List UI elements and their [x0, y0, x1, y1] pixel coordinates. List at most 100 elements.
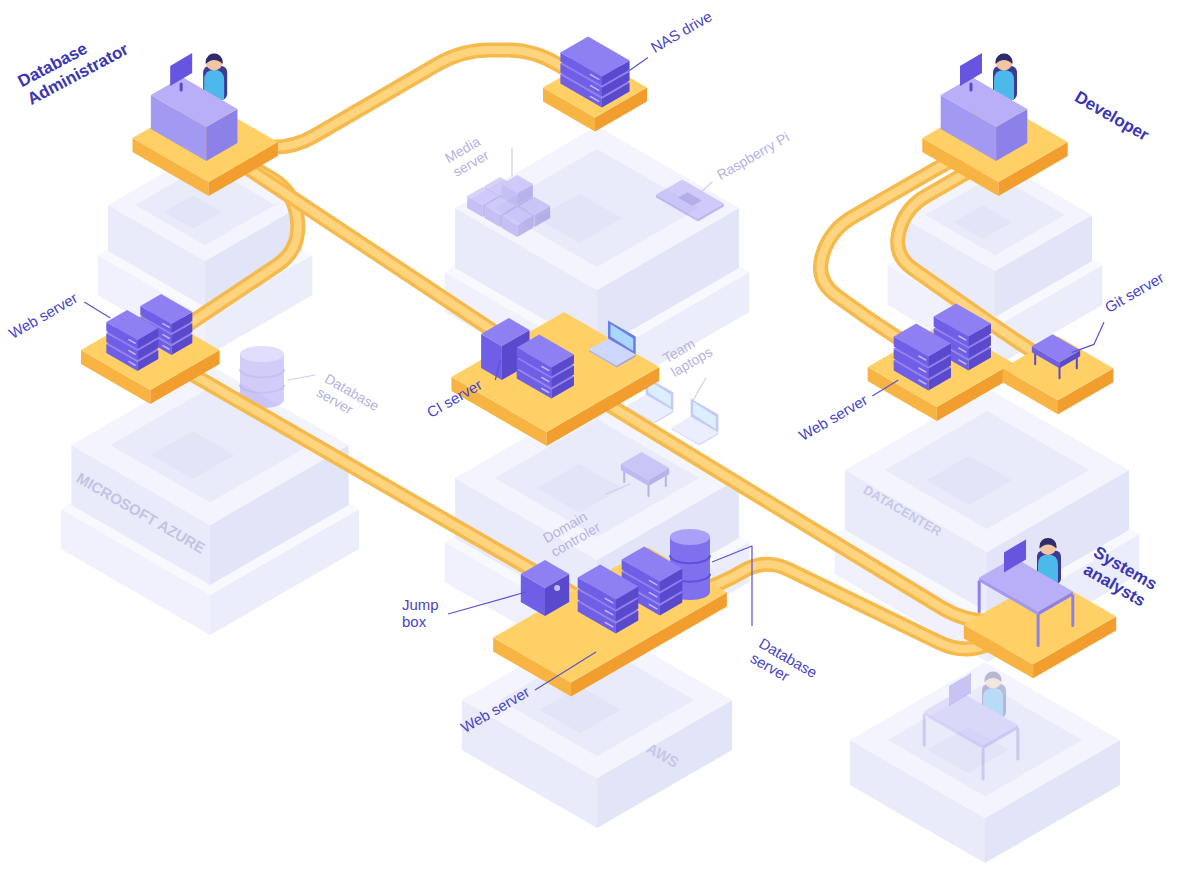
table-with-person: [1037, 615, 1040, 645]
platform-illustration: [398, 520, 824, 740]
faded-raspberry-pi: [656, 180, 724, 222]
device-platform: Developer: [920, 50, 1156, 165]
server-stack: [605, 599, 613, 603]
desk-with-person: [969, 84, 972, 90]
desk-with-person: [941, 53, 1028, 161]
illustration-label: MICROSOFT AZURE: [74, 469, 208, 557]
faded-leaders: [692, 378, 706, 402]
platform-illustration: [420, 300, 660, 435]
database-cylinder: [670, 555, 710, 563]
desk-with-person: [151, 77, 238, 127]
server-stack: [578, 565, 639, 600]
git-server: [1032, 334, 1080, 362]
server-stack: [516, 335, 573, 368]
device-platform: Jump boxWeb serverDatabase server: [398, 520, 824, 740]
server-stack: [560, 37, 629, 77]
node-label: Web server: [458, 683, 533, 736]
server-stack: [163, 324, 169, 328]
pipe-connector: [555, 372, 1040, 621]
raspberry-board: [678, 192, 702, 206]
orange-platform: [867, 323, 1012, 421]
node-label: Web server: [6, 289, 81, 342]
leader-line: [84, 302, 110, 318]
pipe-connector: [205, 50, 595, 147]
laptop: [610, 324, 633, 351]
node-label: Developer: [1071, 87, 1152, 145]
media-cubes: [467, 175, 550, 237]
server-stack: [129, 351, 135, 355]
server-stack: [918, 368, 925, 372]
device-platform: Database Administrator: [11, 18, 285, 165]
desk-with-person: [205, 53, 222, 70]
faded-block: [540, 686, 621, 733]
faded-block: [61, 365, 359, 635]
media-cubes: [502, 175, 533, 193]
table-with-person: [985, 672, 1002, 683]
database-cylinder: [240, 385, 284, 393]
raspberry-board: [656, 180, 724, 222]
leader-line: [628, 58, 648, 72]
faded-block: [151, 431, 234, 479]
leader-line: [872, 380, 898, 396]
table-with-person: [1016, 729, 1019, 759]
server-stack: [893, 323, 950, 390]
faded-media-server: [467, 175, 550, 237]
faded-leaders: [288, 148, 712, 494]
device-platform: Git server: [1000, 265, 1171, 405]
faded-block: [164, 195, 222, 229]
table-with-person: [979, 557, 1073, 611]
leader-line: [495, 360, 500, 380]
illustration-label: Raspberry Pi: [714, 129, 792, 183]
server-stack: [163, 335, 169, 339]
server-stack: [605, 622, 613, 626]
server-stack: [649, 593, 657, 597]
pipe-connector: [150, 350, 610, 615]
desk-with-person: [995, 54, 1012, 64]
leader-line: [628, 58, 648, 72]
pipe-connector: [205, 140, 555, 372]
node-label: Systems analysts: [1080, 543, 1160, 612]
pipe-connector: [205, 50, 595, 147]
leader-line: [448, 592, 526, 614]
tower-server: [481, 318, 529, 346]
faded-domain-controller: [621, 452, 669, 496]
server-stack: [918, 380, 925, 384]
table-with-person: [985, 672, 1002, 689]
leader-line: [712, 546, 752, 626]
faded-block: [110, 387, 310, 502]
leader-line: [1072, 322, 1104, 352]
jump-box: [554, 585, 560, 591]
table-with-person: [1071, 595, 1074, 625]
faded-block: [495, 149, 700, 267]
laptop: [693, 402, 716, 429]
database-cylinder: [670, 529, 710, 545]
leader-line: [448, 546, 752, 690]
node-label: Database server: [747, 634, 820, 696]
orange-platform: [451, 312, 659, 432]
desk-with-person: [205, 53, 222, 63]
table-with-person: [1039, 537, 1056, 554]
faded-laptop: [672, 399, 719, 446]
node-label: Web server: [796, 391, 871, 444]
pipe-connector: [205, 50, 595, 147]
illustration-label: Media server: [442, 133, 492, 180]
server-stack: [140, 294, 192, 324]
device-platform: NAS drive: [540, 3, 719, 120]
pipe-connector: [150, 350, 610, 615]
server-stack: [542, 367, 549, 371]
node-label: Git server: [1102, 269, 1167, 316]
desk-with-person: [179, 84, 182, 90]
raspberry-board: [656, 180, 724, 219]
leader-line: [535, 652, 596, 690]
orange-platform: [867, 323, 1012, 407]
pipe-connector: [150, 350, 610, 615]
server-stack: [106, 310, 158, 371]
server-stack: [958, 348, 965, 352]
server-stack: [129, 362, 135, 366]
table-with-person: [924, 672, 1018, 780]
illustration-label: Domain controler: [540, 505, 603, 560]
device-platform: Web server: [792, 310, 1015, 448]
desk-with-person: [941, 77, 1028, 127]
jump-box: [521, 560, 569, 588]
